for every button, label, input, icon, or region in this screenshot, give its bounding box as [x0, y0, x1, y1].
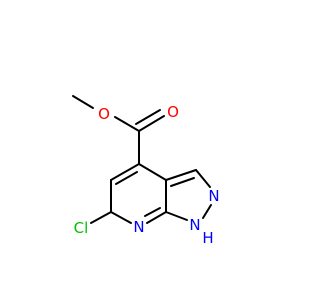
bond-n7-c7a	[146, 211, 167, 224]
bond-methyl-o	[72, 95, 94, 109]
atom-o-carbonyl: O	[167, 103, 179, 121]
bond-carbonyl-double-a	[138, 115, 165, 132]
atom-o-methoxy: O	[98, 105, 110, 123]
atom-labels: O O Cl N N N H	[74, 103, 220, 247]
atom-n-pyridine: N	[133, 218, 144, 236]
bond-carbonyl-double-b	[135, 109, 161, 125]
atom-nh-h: H	[202, 229, 213, 247]
atom-nh-n: N	[189, 216, 200, 234]
bond-c4-c5-inner	[115, 171, 138, 185]
bond-c6-n7	[110, 211, 132, 224]
atom-n-pyrazole: N	[208, 187, 219, 205]
atom-cl: Cl	[74, 219, 89, 237]
bond-c3a-c3	[165, 169, 197, 181]
bond-c4-c5	[110, 163, 140, 181]
bonds	[72, 95, 212, 224]
bond-o-carbonyl-c	[114, 116, 140, 132]
bond-c3-n2	[195, 169, 211, 188]
bond-c3a-c3-inner	[170, 177, 195, 187]
bond-c6-cl	[90, 211, 112, 224]
bond-n2-n1	[202, 204, 212, 219]
bond-n1-c7a	[165, 211, 188, 221]
bond-n7-c7a-inner	[144, 207, 161, 217]
chemical-structure: O O Cl N N N H	[72, 95, 220, 247]
bond-c3a-c4	[138, 163, 167, 181]
